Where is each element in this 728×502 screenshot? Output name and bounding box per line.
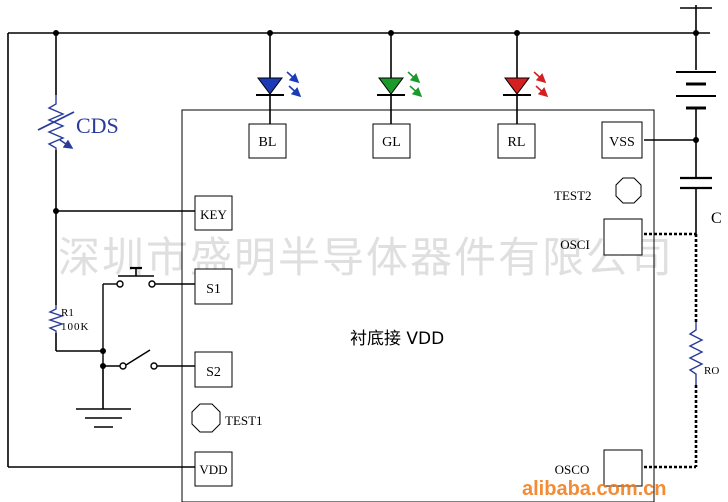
pin-key: KEY [194,195,233,231]
led-red [503,33,549,124]
pin-gl: GL [372,123,411,159]
svg-text:S2: S2 [206,365,221,380]
svg-text:VSS: VSS [609,135,635,150]
resistor-ro [688,322,704,385]
junction-dots [53,30,699,369]
led-blue [256,33,302,124]
pin-osco: OSCO [555,449,643,487]
pin-vss: VSS [601,121,643,159]
svg-text:TEST2: TEST2 [554,188,592,203]
svg-text:TEST1: TEST1 [225,413,263,428]
watermark-company: 深圳市盛明半导体器件有限公司 [58,233,674,282]
svg-text:OSCO: OSCO [555,462,590,477]
pin-rl: RL [497,123,536,159]
led-green [377,33,423,124]
oscillator-wiring [644,232,698,469]
top-rail [7,32,710,468]
switch-s1 [102,266,195,366]
cds-label: CDS [76,113,119,138]
watermark-site: alibaba.com.cn [522,478,667,500]
resistor-r1-name: R1 [61,307,74,319]
svg-text:OSCI: OSCI [560,237,590,252]
cds-photoresistor [37,95,75,150]
svg-text:RL: RL [508,135,526,150]
svg-text:S1: S1 [206,282,221,297]
test2-pad: TEST2 [554,177,642,204]
battery-symbol [644,5,716,178]
substrate-note: 衬底接 VDD [350,329,444,349]
capacitor-c [680,176,712,235]
pin-bl: BL [248,123,287,159]
switch-s2 [103,349,195,370]
resistor-r1-value: 100K [61,321,89,333]
pin-s1: S1 [194,268,233,305]
svg-text:VDD: VDD [199,462,227,477]
test1-pad: TEST1 [191,403,263,433]
pin-vdd: VDD [194,451,233,487]
svg-text:GL: GL [382,135,401,150]
capacitor-label: C [711,210,722,227]
svg-text:KEY: KEY [200,207,227,222]
pin-osci: OSCI [560,218,643,256]
ic-body [181,109,655,502]
svg-text:BL: BL [259,135,277,150]
ground-symbol [76,366,131,428]
pin-s2: S2 [194,351,233,388]
resistor-ro-label: RO [704,365,719,377]
resistor-r1 [47,305,65,333]
